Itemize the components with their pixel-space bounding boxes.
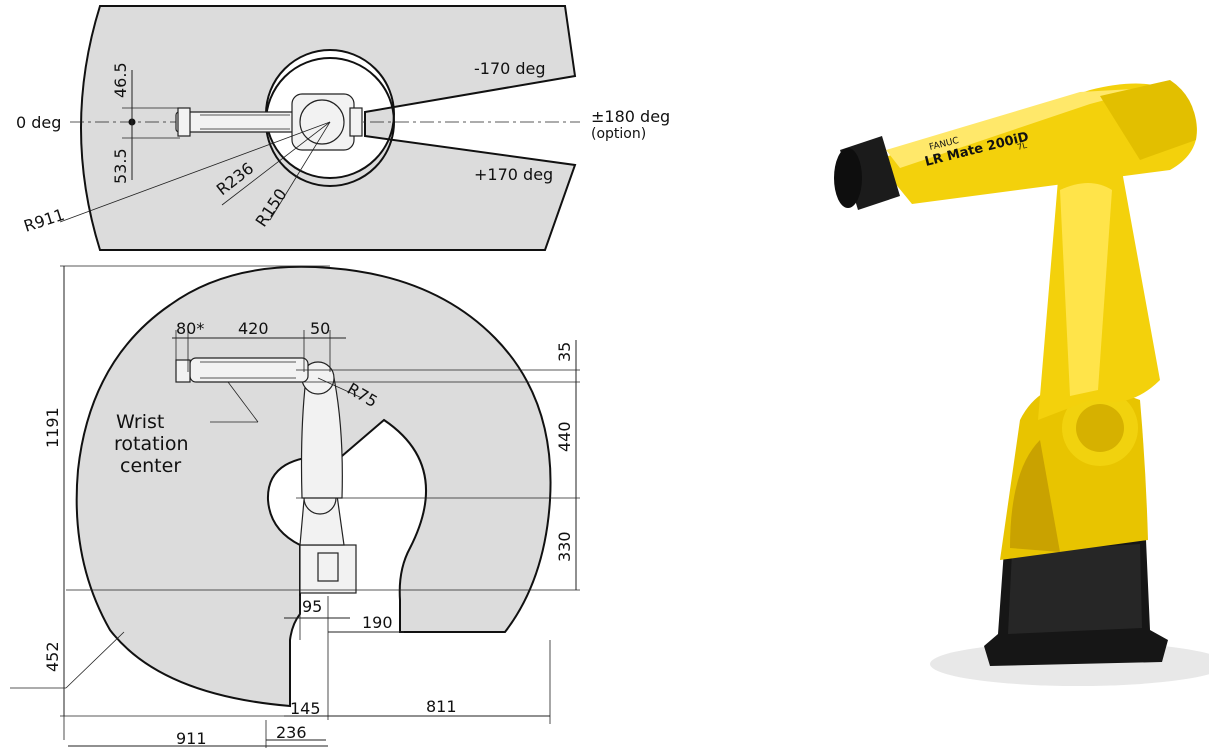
- dim-911: 911: [176, 729, 207, 748]
- top-view: 46.5 53.5 R911 R236 R150 0 deg -170 deg …: [16, 5, 670, 251]
- angle-0-deg: 0 deg: [16, 113, 61, 132]
- top-operating-area: [80, 5, 577, 251]
- dim-330: 330: [555, 531, 574, 562]
- dim-236: 236: [276, 723, 307, 742]
- robot-product-photo: FANUC LR Mate 200iD 7L: [834, 80, 1209, 686]
- wrist-label-line-3: center: [120, 455, 181, 477]
- dim-50: 50: [310, 319, 330, 338]
- dim-53-5: 53.5: [111, 148, 130, 184]
- top-robot-silhouette: [175, 93, 363, 151]
- wrist-label-line-2: rotation: [114, 433, 189, 455]
- angle-plus-170: +170 deg: [474, 165, 553, 184]
- dim-r911: R911: [21, 205, 66, 236]
- dim-35: 35: [555, 342, 574, 362]
- side-view: 35 440 330 1191 452 80* 420 50 R75 Wrist…: [10, 265, 580, 748]
- dim-95: 95: [302, 597, 322, 616]
- dim-452: 452: [43, 641, 62, 672]
- side-robot-silhouette: [175, 357, 357, 594]
- dim-811: 811: [426, 697, 457, 716]
- dim-145: 145: [290, 699, 321, 718]
- dim-190: 190: [362, 613, 393, 632]
- angle-minus-170: -170 deg: [474, 59, 546, 78]
- robot-variant-label: 7L: [1016, 141, 1028, 152]
- wrist-label-line-1: Wrist: [116, 411, 164, 433]
- dim-440: 440: [555, 421, 574, 452]
- dim-420: 420: [238, 319, 269, 338]
- angle-option: (option): [591, 126, 646, 142]
- dim-1191: 1191: [43, 407, 62, 448]
- dim-80: 80*: [176, 319, 204, 338]
- dim-46-5: 46.5: [111, 62, 130, 98]
- angle-pm-180: ±180 deg: [591, 107, 670, 126]
